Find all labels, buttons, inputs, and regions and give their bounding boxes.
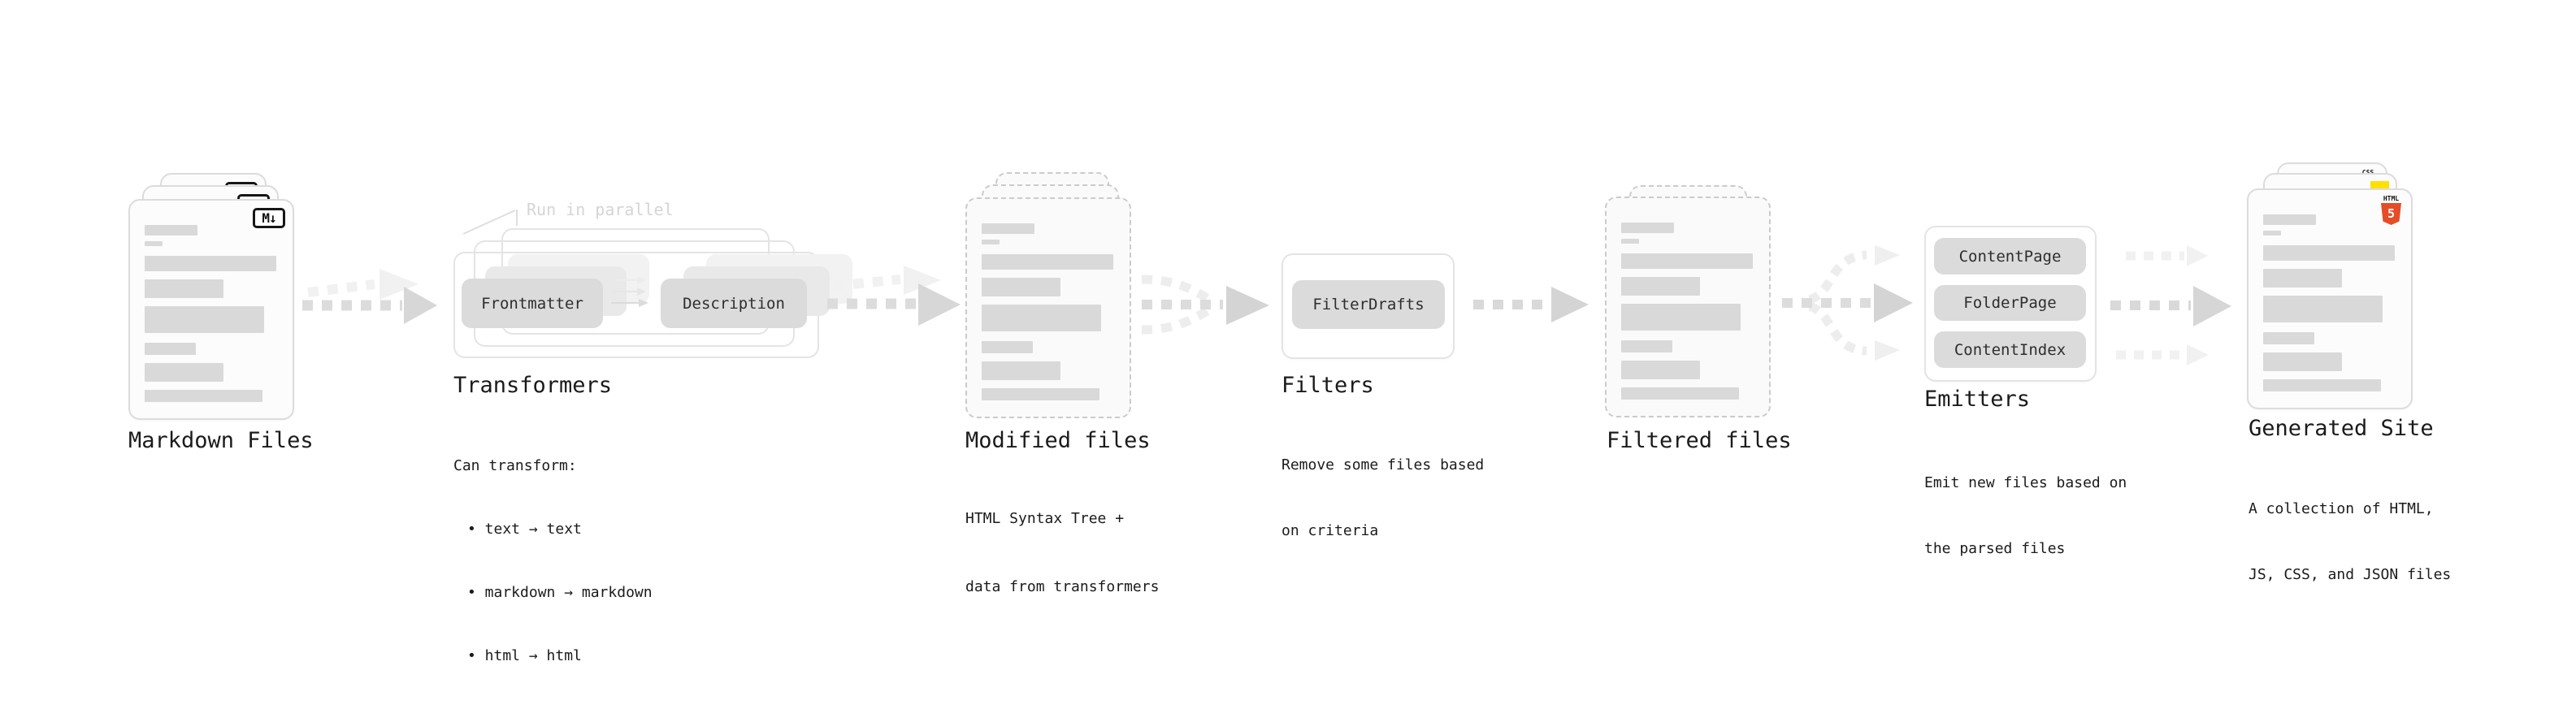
folderpage-emitter: FolderPage [1934, 285, 2086, 321]
html5-icon-shield: 5 [2381, 203, 2401, 225]
html5-icon: HTML 5 [2381, 195, 2401, 225]
transformers-label: Transformers [453, 373, 613, 398]
arrow-filtered-to-emitters [1782, 245, 1913, 361]
generated-doc-html: HTML 5 [2247, 188, 2413, 409]
contentindex-emitter: ContentIndex [1934, 331, 2086, 368]
contentpage-emitter: ContentPage [1934, 238, 2086, 275]
doc-text-line [2263, 296, 2383, 322]
html5-icon-text: HTML [2383, 195, 2400, 202]
filterdrafts-filter: FilterDrafts [1292, 280, 1445, 329]
modified-doc-front [965, 197, 1131, 418]
emitters-description: Emit new files based on the parsed files [1924, 428, 2127, 603]
doc-text-line [2263, 379, 2381, 391]
doc-text-line [2263, 245, 2395, 261]
arrow-modified-to-filters [1141, 275, 1269, 335]
doc-text-line [982, 361, 1060, 380]
generated-site-description: A collection of HTML, JS, CSS, and JSON … [2249, 454, 2451, 629]
run-in-parallel-note: Run in parallel [527, 200, 674, 219]
modified-files-desc-line: data from transformers [965, 578, 1160, 595]
frontmatter-transformer: Frontmatter [462, 279, 603, 328]
doc-text-line [1621, 361, 1700, 379]
doc-text-line [2263, 269, 2342, 287]
doc-text-line [1621, 277, 1700, 296]
generated-site-desc-line: JS, CSS, and JSON files [2249, 566, 2452, 583]
doc-text-line [145, 306, 264, 333]
doc-text-line [982, 240, 1000, 244]
doc-text-line [145, 225, 197, 236]
filters-label: Filters [1281, 373, 1374, 398]
frontmatter-to-description-arrows [611, 276, 648, 307]
transformers-bullet: • html → html [467, 647, 582, 664]
doc-text-line [1621, 239, 1639, 244]
doc-text-line [982, 341, 1033, 353]
doc-text-line [2263, 352, 2342, 371]
transformers-bullet: • markdown → markdown [467, 584, 653, 601]
modified-files-desc-line: HTML Syntax Tree + [965, 510, 1125, 527]
doc-text-line [145, 279, 223, 298]
markdown-files-label: Markdown Files [128, 428, 314, 453]
filters-desc-line: Remove some files based [1281, 456, 1485, 473]
doc-text-line [1621, 253, 1753, 269]
doc-text-line [982, 305, 1101, 331]
doc-text-line [145, 256, 276, 271]
doc-text-line [1621, 387, 1739, 400]
transformers-desc-heading: Can transform: [453, 457, 577, 474]
doc-text-line [2263, 231, 2281, 236]
generated-site-label: Generated Site [2249, 416, 2434, 441]
pipeline-diagram: M↓ M↓ M↓ Markdown Files Run in parallel … [128, 162, 2452, 664]
doc-text-line [1621, 340, 1672, 352]
generated-site-desc-line: A collection of HTML, [2249, 500, 2434, 517]
doc-text-line [982, 254, 1113, 270]
doc-text-line [145, 363, 223, 382]
doc-text-line [1621, 223, 1674, 233]
filtered-files-label: Filtered files [1607, 428, 1792, 453]
arrow-markdown-to-transformers [302, 269, 437, 324]
transformers-bullet: • text → text [467, 521, 582, 538]
transformers-description: Can transform: • text → text • markdown … [453, 413, 653, 709]
filtered-doc-front [1605, 197, 1771, 417]
arrow-transformers-to-modified [827, 266, 961, 326]
emitters-label: Emitters [1924, 387, 2031, 412]
filters-desc-line: on criteria [1281, 522, 1379, 539]
modified-files-label: Modified files [965, 428, 1151, 453]
doc-text-line [982, 223, 1034, 234]
run-in-parallel-callout-line [462, 210, 518, 235]
doc-text-line [982, 278, 1060, 296]
markdown-doc-front: M↓ [128, 199, 294, 420]
modified-files-description: HTML Syntax Tree + data from transformer… [965, 462, 1159, 644]
doc-text-line [2263, 332, 2314, 344]
doc-text-line [982, 388, 1099, 400]
doc-text-line [145, 241, 163, 246]
description-transformer: Description [661, 279, 807, 328]
css-icon-text: CSS [2357, 170, 2379, 176]
markdown-icon: M↓ [253, 208, 285, 228]
emitters-desc-line: Emit new files based on [1924, 474, 2127, 491]
doc-text-line [1621, 304, 1741, 331]
doc-text-line [145, 343, 196, 355]
emitters-desc-line: the parsed files [1924, 540, 2066, 557]
arrow-filters-to-filtered [1473, 287, 1589, 322]
filters-description: Remove some files based on criteria [1281, 410, 1484, 586]
doc-text-line [145, 390, 262, 402]
arrows-emitters-to-generated [2110, 245, 2231, 365]
doc-text-line [2263, 214, 2316, 225]
